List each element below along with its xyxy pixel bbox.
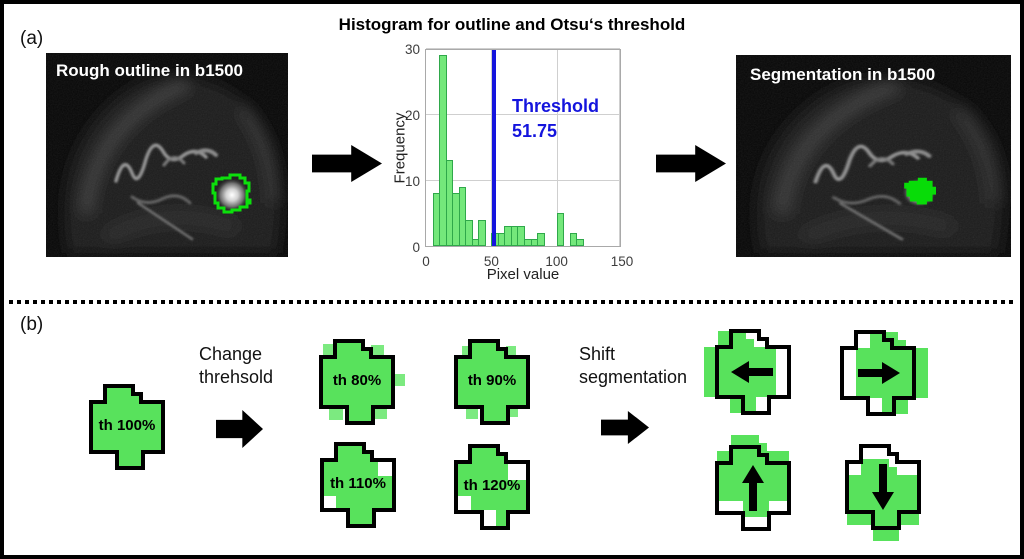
shape-th80: th 80% [305, 325, 409, 441]
shift-segmentation-line1: Shift [579, 344, 616, 364]
threshold-label: Threshold [512, 96, 600, 116]
shape-shift-down [831, 430, 935, 546]
y-tick-label: 30 [404, 42, 420, 57]
shape-th90-svg [454, 339, 530, 425]
right-arrow-icon [601, 411, 649, 444]
right-arrow-icon [312, 145, 382, 182]
histogram-bar [465, 219, 473, 246]
x-tick-label: 0 [422, 254, 430, 269]
histogram-plot: Threshold 51.75 0 10 20 30 0 50 100 150 [405, 42, 633, 269]
y-tick-label: 10 [404, 174, 420, 189]
panel-divider-dotted-line [9, 300, 1015, 304]
shape-shift-right-svg [840, 330, 928, 416]
shape-th90: th 90% [440, 325, 544, 441]
gridline [619, 50, 620, 246]
shape-th80-svg [319, 339, 405, 425]
rough-outline-green-ring [211, 173, 252, 214]
histogram-bar [439, 54, 447, 246]
shape-shift-left-svg [704, 329, 791, 415]
threshold-line [491, 50, 496, 246]
x-tick-label: 150 [610, 254, 634, 269]
y-axis-label: Frequency [391, 112, 409, 184]
change-threshold-text: Change threhsold [199, 343, 273, 389]
panel-a-marker: (a) [20, 28, 44, 49]
shape-shift-down-svg [845, 444, 921, 541]
shape-label: th 120% [463, 477, 521, 494]
segmentation-green-blob [904, 177, 936, 205]
mri-right-svg [736, 55, 1011, 257]
figure-title: Histogram for outline and Otsu‘s thresho… [338, 15, 686, 34]
mri-image-segmentation: Segmentation in b1500 [736, 55, 1011, 257]
histogram-bar [458, 186, 467, 246]
histogram-bar [517, 226, 525, 246]
right-image-caption: Segmentation in b1500 [750, 65, 936, 84]
shape-label: th 100% [98, 417, 156, 434]
y-tick-label: 20 [404, 108, 420, 123]
shape-label: th 80% [332, 372, 382, 389]
right-arrow-icon [216, 410, 263, 448]
threshold-value: 51.75 [512, 121, 558, 141]
right-arrow-icon [656, 145, 726, 182]
gridline [556, 50, 558, 246]
shape-th120: th 120% [440, 430, 544, 546]
shape-label: th 110% [330, 475, 386, 492]
shape-label: th 90% [467, 372, 517, 389]
x-tick-label: 50 [483, 254, 499, 269]
histogram-bar [556, 213, 565, 246]
shape-shift-left [701, 315, 805, 431]
shape-shift-up-svg [715, 435, 791, 531]
histogram-bar [478, 219, 486, 246]
change-threshold-line1: Change [199, 344, 263, 364]
shift-segmentation-line2: segmentation [579, 367, 688, 387]
lesion-spot [215, 178, 249, 212]
shift-segmentation-text: Shift segmentation [579, 343, 687, 389]
left-image-caption: Rough outline in b1500 [56, 61, 244, 80]
gridline [426, 48, 620, 49]
mri-left-svg [46, 53, 288, 257]
shape-th100: th 100% [75, 370, 179, 486]
shape-th110: th 110% [306, 428, 410, 544]
threshold-annotation: Threshold 51.75 [512, 94, 599, 144]
shape-th120-svg [454, 444, 530, 530]
x-axis-label: Pixel value [486, 266, 560, 283]
panel-b-marker: (b) [20, 314, 44, 335]
shape-th110-svg [320, 442, 396, 528]
change-threshold-line2: threhsold [199, 367, 274, 387]
x-tick-label: 100 [545, 254, 568, 269]
histogram-bar [537, 232, 545, 246]
y-tick-label: 0 [412, 240, 420, 255]
shape-shift-right [826, 316, 930, 432]
gridline [426, 180, 620, 181]
mri-image-rough-outline: Rough outline in b1500 [46, 53, 288, 257]
shape-shift-up [701, 431, 805, 547]
gridline [426, 114, 620, 115]
histogram-bar [576, 239, 584, 246]
